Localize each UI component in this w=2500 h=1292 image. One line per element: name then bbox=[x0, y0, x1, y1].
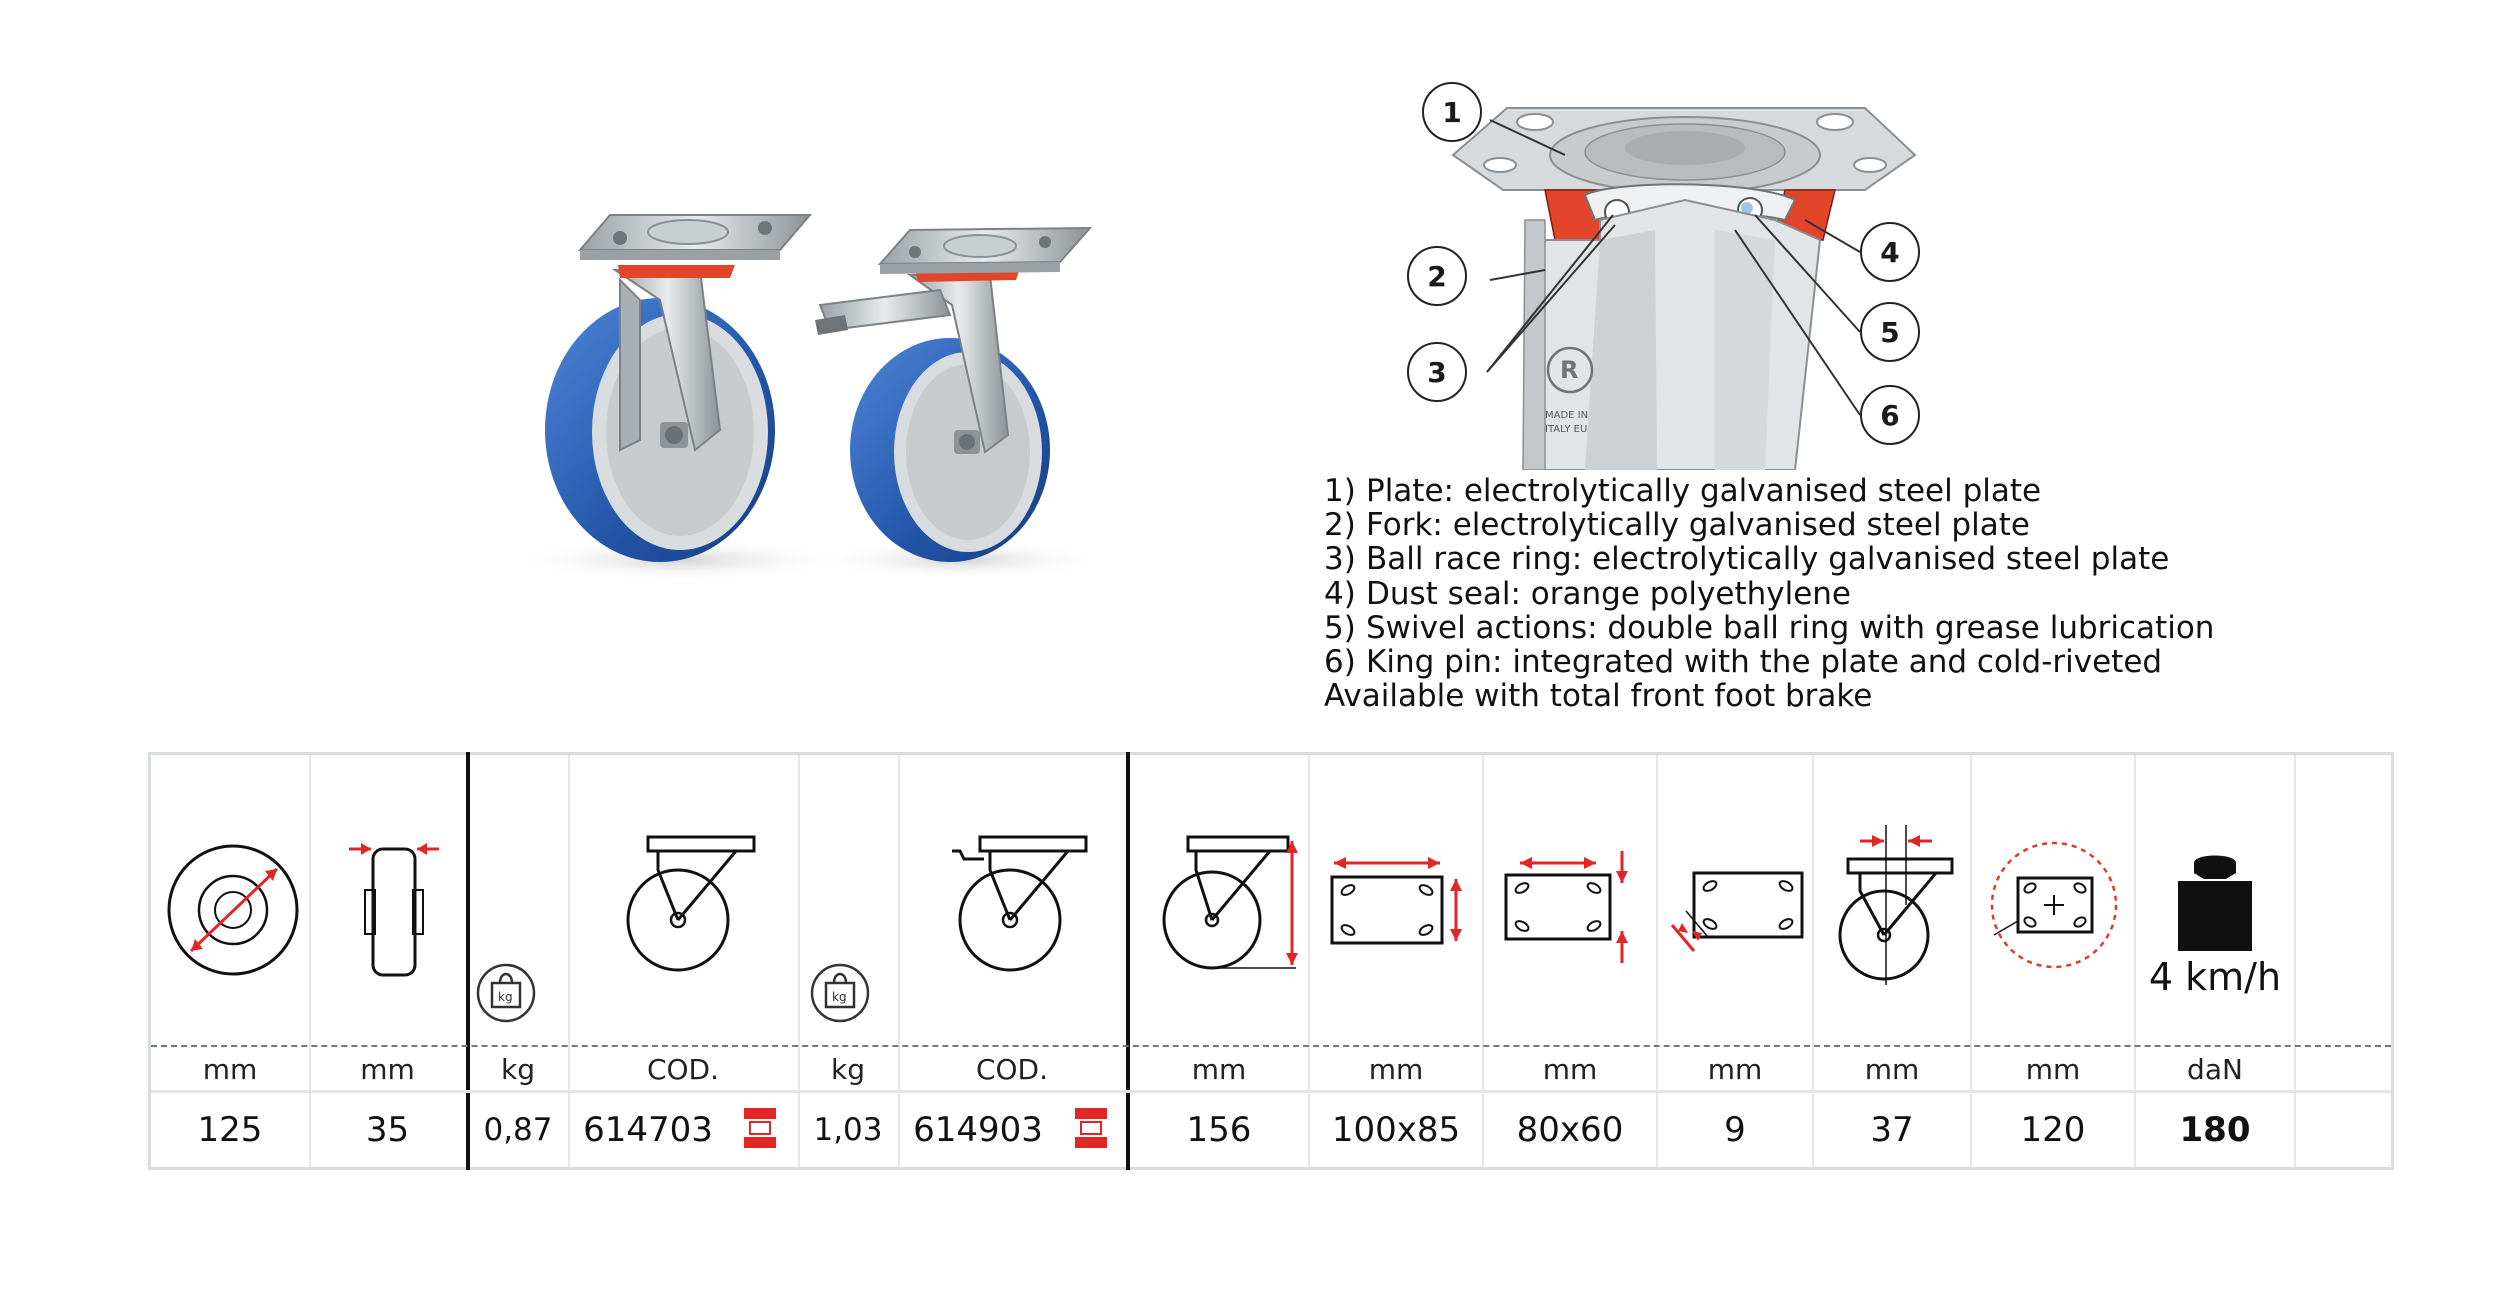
column-divider bbox=[798, 755, 800, 1167]
column-divider bbox=[1970, 755, 1972, 1167]
kg-weight-label: kg bbox=[832, 990, 847, 1004]
spec-item: 3) Ball race ring: electrolytically galva… bbox=[1324, 542, 2224, 576]
value-hole-diameter: 9 bbox=[1724, 1110, 1746, 1150]
cross-section-drawing: R MADE IN ITALY EU bbox=[1451, 107, 1917, 470]
spec-text: King pin: integrated with the plate and … bbox=[1366, 644, 2163, 681]
spec-text: Ball race ring: electrolytically galvani… bbox=[1366, 541, 2170, 578]
column-divider bbox=[309, 755, 311, 1167]
column-divider-bold bbox=[1126, 752, 1130, 1170]
spec-number: 4) bbox=[1324, 575, 1356, 612]
spec-text: Swivel actions: double ball ring with gr… bbox=[1366, 609, 2215, 646]
load-weight-icon bbox=[2136, 755, 2294, 1040]
value-load: 180 bbox=[2179, 1110, 2251, 1150]
unit-hole-spacing: mm bbox=[1542, 1052, 1598, 1086]
plate-size-icon bbox=[1310, 755, 1482, 1040]
swivel-caster-icon: kg bbox=[468, 755, 798, 1040]
caster-cross-section-diagram: R MADE IN ITALY EU 1 2 3 4 5 6 bbox=[1395, 70, 1965, 470]
column-divider bbox=[1308, 755, 1310, 1167]
column-divider bbox=[898, 755, 900, 1167]
wheel-width-icon bbox=[309, 755, 466, 1040]
value-hole-spacing: 80x60 bbox=[1516, 1110, 1624, 1150]
value-wheel-width: 35 bbox=[365, 1110, 410, 1150]
swivel-caster-photo bbox=[510, 214, 850, 582]
spec-number: 1) bbox=[1324, 473, 1356, 509]
column-divider bbox=[2134, 755, 2136, 1167]
brake-red-code-icon bbox=[1075, 1108, 1107, 1152]
spec-text: Fork: electrolytically galvanised steel … bbox=[1366, 507, 2030, 544]
unit-wheel-diameter: mm bbox=[202, 1052, 258, 1086]
unit-weight-swivel: kg bbox=[501, 1052, 535, 1086]
kg-weight-label: kg bbox=[498, 990, 513, 1004]
row-separator bbox=[151, 1090, 2391, 1093]
overall-height-icon bbox=[1130, 755, 1308, 1040]
unit-hole-diameter: mm bbox=[1707, 1052, 1763, 1086]
value-turning-radius: 120 bbox=[2020, 1110, 2086, 1150]
value-weight-swivel: 0,87 bbox=[483, 1112, 553, 1148]
value-code-brake[interactable]: 614903 bbox=[913, 1110, 1043, 1150]
spec-item: 6) King pin: integrated with the plate an… bbox=[1324, 645, 2224, 679]
value-weight-brake: 1,03 bbox=[813, 1112, 883, 1148]
column-divider bbox=[1812, 755, 1814, 1167]
unit-weight-brake: kg bbox=[831, 1052, 865, 1086]
casting-text-made-in: MADE IN bbox=[1545, 410, 1588, 421]
wheel-diameter-icon bbox=[151, 755, 309, 1040]
unit-plate-size: mm bbox=[1368, 1052, 1424, 1086]
offset-icon bbox=[1814, 755, 1970, 1040]
spec-number: 6) bbox=[1324, 644, 1356, 681]
callout-5: 5 bbox=[1860, 302, 1920, 362]
svg-text:R: R bbox=[1560, 356, 1578, 384]
unit-code-brake: COD. bbox=[975, 1052, 1049, 1086]
spec-item: 5) Swivel actions: double ball ring with … bbox=[1324, 611, 2224, 645]
spec-item: 2) Fork: electrolytically galvanised stee… bbox=[1324, 508, 2224, 542]
unit-code-swivel: COD. bbox=[646, 1052, 720, 1086]
brake-availability-note: Available with total front foot brake bbox=[1324, 678, 1873, 715]
swivel-red-code-icon bbox=[744, 1108, 776, 1152]
column-divider-bold bbox=[466, 752, 470, 1170]
spec-item: 1) Plate: electrolytically galvanised ste… bbox=[1324, 474, 2224, 508]
unit-turning-radius: mm bbox=[2025, 1052, 2081, 1086]
spec-text: Plate: electrolytically galvanised steel… bbox=[1366, 473, 2042, 509]
value-code-swivel[interactable]: 614703 bbox=[583, 1110, 713, 1150]
casters-illustration bbox=[510, 214, 1110, 582]
header-dashed-separator bbox=[151, 1045, 2391, 1047]
column-divider bbox=[1482, 755, 1484, 1167]
brake-caster-icon: kg bbox=[800, 755, 1126, 1040]
unit-load: daN bbox=[2187, 1052, 2243, 1086]
unit-overall-height: mm bbox=[1191, 1052, 1247, 1086]
callout-2: 2 bbox=[1407, 246, 1467, 306]
spec-number: 3) bbox=[1324, 541, 1356, 578]
callout-6: 6 bbox=[1860, 385, 1920, 445]
spec-number: 2) bbox=[1324, 507, 1356, 544]
hole-diameter-icon bbox=[1658, 755, 1812, 1040]
spec-number: 5) bbox=[1324, 609, 1356, 646]
callout-1: 1 bbox=[1422, 82, 1482, 142]
unit-offset: mm bbox=[1864, 1052, 1920, 1086]
spec-item: 4) Dust seal: orange polyethylene bbox=[1324, 575, 2224, 612]
value-offset: 37 bbox=[1870, 1110, 1914, 1150]
component-specification-list: 1) Plate: electrolytically galvanised ste… bbox=[1324, 474, 2224, 715]
value-wheel-diameter: 125 bbox=[197, 1110, 263, 1150]
column-divider bbox=[1656, 755, 1658, 1167]
product-photos bbox=[140, 180, 1240, 610]
unit-wheel-width: mm bbox=[360, 1052, 415, 1086]
value-overall-height: 156 bbox=[1186, 1110, 1252, 1150]
callout-3: 3 bbox=[1407, 342, 1467, 402]
callout-4: 4 bbox=[1860, 222, 1920, 282]
speed-label: 4 km/h bbox=[2148, 955, 2282, 999]
turning-radius-icon bbox=[1972, 755, 2134, 1040]
specification-table: kg kg bbox=[148, 752, 2394, 1170]
brake-caster-photo bbox=[810, 226, 1110, 580]
column-divider bbox=[2294, 755, 2296, 1167]
value-plate-size: 100x85 bbox=[1331, 1110, 1461, 1150]
column-divider bbox=[568, 755, 570, 1167]
casting-text-country: ITALY EU bbox=[1545, 424, 1587, 435]
spec-text: Dust seal: orange polyethylene bbox=[1366, 575, 1851, 612]
hole-spacing-icon bbox=[1484, 755, 1656, 1040]
